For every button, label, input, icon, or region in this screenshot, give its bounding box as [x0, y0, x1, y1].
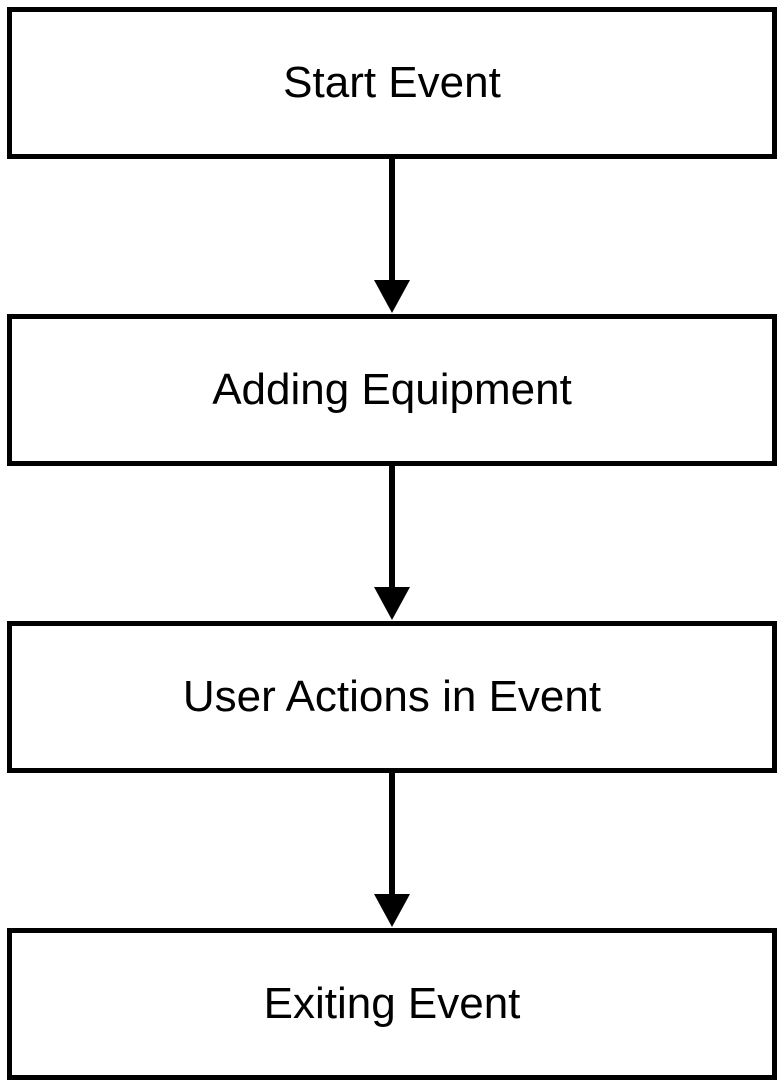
step-exiting-event: Exiting Event [7, 928, 777, 1080]
step-label: User Actions in Event [182, 672, 602, 721]
arrow-1 [374, 159, 410, 313]
step-start-event: Start Event [7, 7, 777, 159]
step-user-actions: User Actions in Event [7, 621, 777, 773]
step-label: Adding Equipment [212, 365, 572, 414]
step-label: Exiting Event [263, 979, 521, 1028]
step-label: Start Event [283, 58, 501, 107]
arrow-2 [374, 466, 410, 620]
arrow-3 [374, 773, 410, 927]
step-adding-equipment: Adding Equipment [7, 314, 777, 466]
